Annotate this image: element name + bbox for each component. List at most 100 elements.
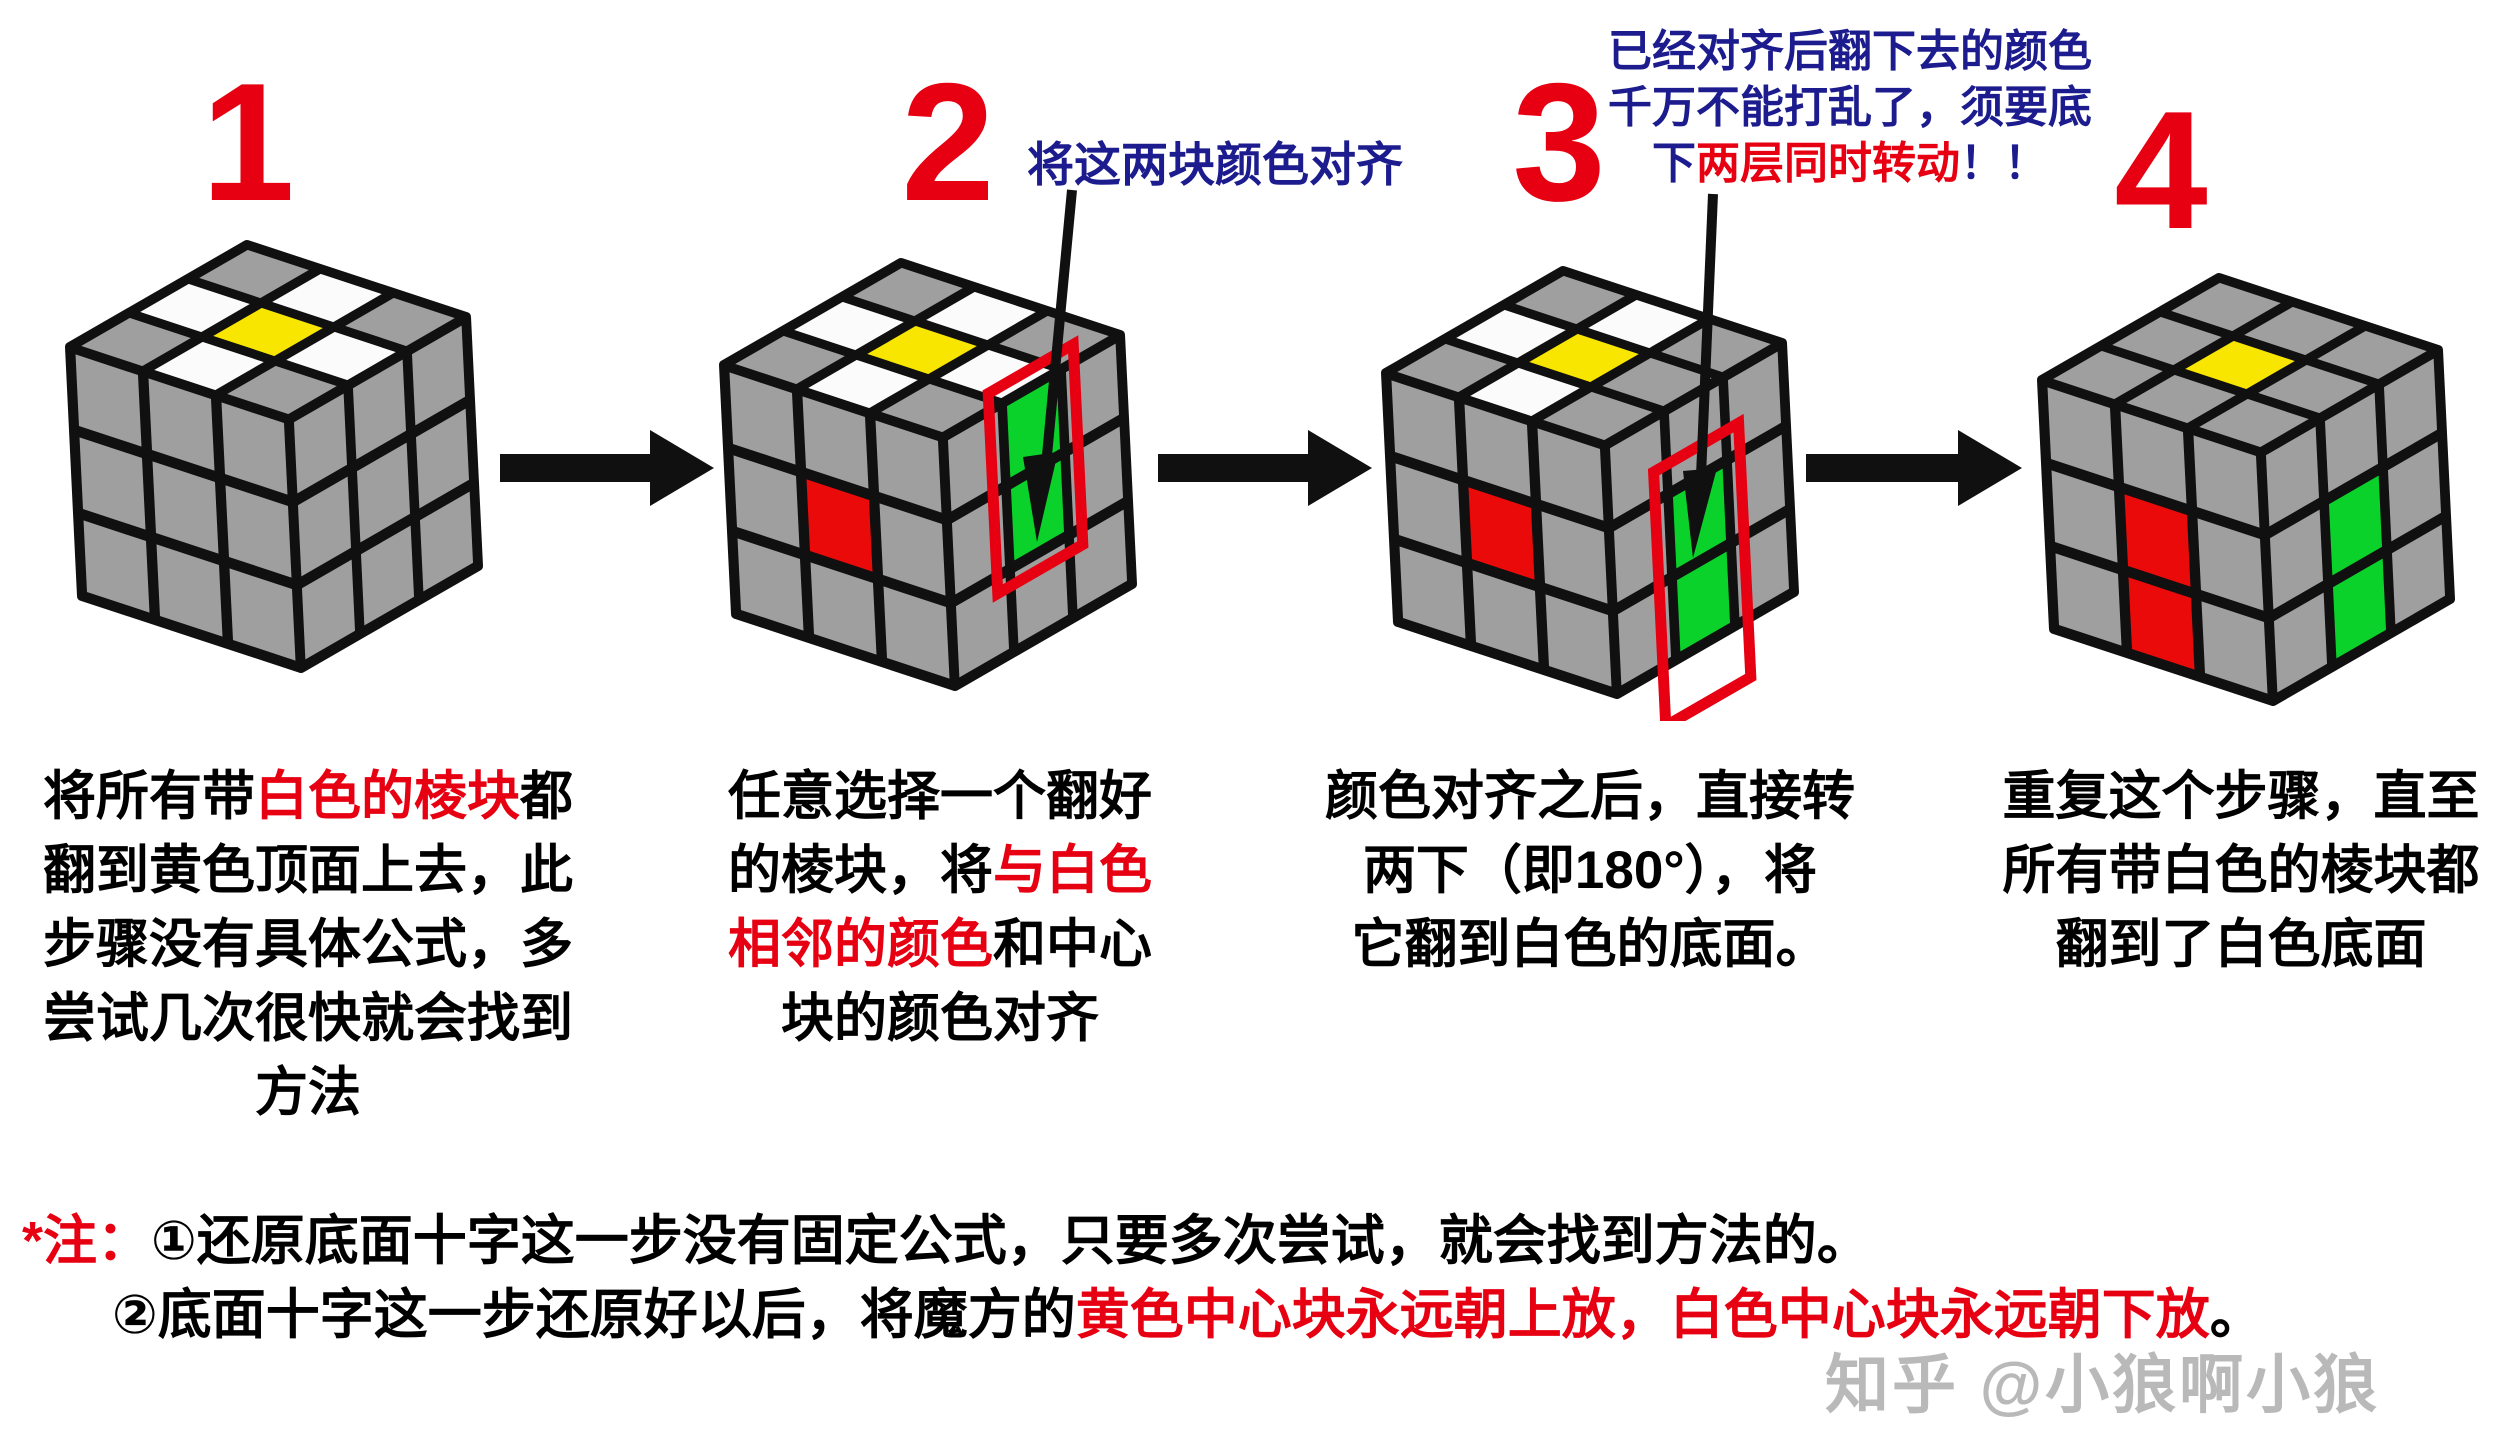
text-segment: 白色的棱块 bbox=[255, 767, 520, 826]
text-segment: 任意选择一个翻好 bbox=[728, 767, 1152, 826]
front-sticker bbox=[869, 413, 948, 520]
front-sticker bbox=[142, 371, 221, 478]
front-sticker bbox=[1462, 480, 1541, 587]
text-line: 所有带白色的棱块都 bbox=[1983, 834, 2499, 908]
front-sticker bbox=[873, 496, 952, 603]
cube-step-1 bbox=[7, 225, 487, 695]
text-segment: 下 bbox=[1652, 139, 1696, 188]
top-sticker bbox=[916, 285, 1046, 347]
text-segment: 颜色对齐之后，直接转 bbox=[1325, 767, 1855, 826]
cube-illustration bbox=[65, 240, 483, 673]
right-sticker bbox=[2263, 501, 2330, 618]
text-segment: 它翻到白色的底面。 bbox=[1351, 915, 1829, 974]
top-sticker bbox=[725, 329, 855, 391]
front-sticker bbox=[2191, 511, 2270, 618]
top-sticker bbox=[1519, 327, 1649, 389]
front-sticker bbox=[804, 555, 883, 662]
text-line: 下两层同时转动！！ bbox=[1590, 136, 2110, 192]
step-number-2: 2 bbox=[901, 48, 994, 236]
front-sticker bbox=[2122, 570, 2201, 677]
right-sticker bbox=[2326, 550, 2393, 667]
front-sticker bbox=[2118, 487, 2197, 594]
step-3-description: 颜色对齐之后，直接转两下（即180°），将它翻到白色的底面。 bbox=[1288, 760, 1892, 982]
front-sticker bbox=[219, 478, 298, 585]
top-sticker bbox=[2102, 310, 2232, 372]
text-segment: 黄色中心块永远朝上放，白色中心块永远朝下放 bbox=[1075, 1285, 2210, 1345]
top-sticker bbox=[2043, 344, 2173, 406]
front-sticker bbox=[2045, 463, 2124, 570]
text-line: 相邻的颜色和中心 bbox=[698, 908, 1182, 982]
top-sticker bbox=[2248, 358, 2378, 420]
annotation-align-colors: 将这两块颜色对齐 bbox=[1027, 138, 1403, 191]
front-sticker bbox=[1389, 456, 1468, 563]
text-segment: 已经对齐后翻下去的颜色 bbox=[1608, 27, 2092, 76]
top-sticker bbox=[798, 353, 928, 415]
step-2-description: 任意选择一个翻好的棱块，将与白色相邻的颜色和中心块的颜色对齐 bbox=[698, 760, 1182, 1056]
front-sticker bbox=[800, 472, 879, 579]
front-sticker bbox=[1535, 504, 1614, 611]
text-segment: ！！ bbox=[1960, 139, 2048, 188]
right-sticker bbox=[354, 517, 421, 634]
text-line: 将所有带白色的棱块都 bbox=[8, 760, 608, 834]
text-line: 的棱块，将与白色 bbox=[698, 834, 1182, 908]
front-sticker bbox=[1393, 539, 1472, 646]
footnote-1: *注：①还原底面十字这一步没有固定公式，只要多次尝试，就会找到方法的。 bbox=[22, 1196, 1871, 1275]
right-sticker bbox=[2385, 516, 2452, 633]
cube-step-3 bbox=[1323, 251, 1803, 736]
text-line: 翻到黄色顶面上去，此 bbox=[8, 834, 608, 908]
step-number-1: 1 bbox=[201, 48, 294, 236]
top-sticker bbox=[203, 301, 333, 363]
right-sticker bbox=[291, 468, 358, 585]
front-sticker bbox=[1385, 373, 1464, 480]
text-segment: ②底面十字这一步还原好以后，将魔方的 bbox=[112, 1285, 1076, 1345]
step-4-description: 重复这个步骤，直至所有带白色的棱块都翻到了白色底面 bbox=[1983, 760, 2499, 982]
top-sticker bbox=[2175, 334, 2305, 396]
text-segment: 块的颜色对齐 bbox=[781, 989, 1099, 1048]
top-sticker bbox=[1578, 293, 1708, 355]
front-sticker bbox=[1539, 587, 1618, 694]
step-1-description: 将所有带白色的棱块都翻到黄色顶面上去，此步骤没有具体公式，多尝试几次很快就会找到… bbox=[8, 760, 608, 1130]
top-sticker bbox=[130, 277, 260, 339]
right-sticker bbox=[346, 351, 413, 468]
text-line: 它翻到白色的底面。 bbox=[1288, 908, 1892, 982]
right-sticker bbox=[2322, 467, 2389, 584]
front-sticker bbox=[150, 537, 229, 644]
text-line: 步骤没有具体公式，多 bbox=[8, 908, 608, 982]
text-line: 尝试几次很快就会找到 bbox=[8, 982, 608, 1056]
top-sticker bbox=[871, 377, 1001, 439]
top-sticker bbox=[71, 311, 201, 373]
top-sticker bbox=[1505, 269, 1635, 331]
front-sticker bbox=[727, 448, 806, 555]
right-sticker bbox=[405, 317, 472, 434]
right-sticker bbox=[2377, 350, 2444, 467]
right-sticker bbox=[287, 385, 354, 502]
top-sticker bbox=[217, 359, 347, 421]
right-sticker bbox=[409, 400, 476, 517]
top-sticker bbox=[1387, 337, 1517, 399]
text-segment: 方法 bbox=[255, 1063, 361, 1122]
top-sticker bbox=[335, 291, 465, 353]
front-sticker bbox=[1458, 397, 1537, 504]
text-segment: *注： bbox=[22, 1211, 152, 1271]
front-sticker bbox=[215, 395, 294, 502]
front-sticker bbox=[1531, 421, 1610, 528]
front-sticker bbox=[1466, 563, 1545, 670]
right-sticker bbox=[2318, 384, 2385, 501]
front-sticker bbox=[2195, 594, 2274, 701]
text-segment: 所有带白色的棱块都 bbox=[2002, 841, 2480, 900]
text-segment: 翻到了白色底面 bbox=[2055, 915, 2427, 974]
footnote-2: ②底面十字这一步还原好以后，将魔方的黄色中心块永远朝上放，白色中心块永远朝下放。 bbox=[112, 1270, 2264, 1349]
front-sticker bbox=[731, 531, 810, 638]
front-sticker bbox=[73, 430, 152, 537]
front-sticker bbox=[2114, 404, 2193, 511]
top-sticker bbox=[2161, 276, 2291, 338]
text-segment: 翻到黄色顶面上去，此 bbox=[43, 841, 573, 900]
watermark-zhihu: 知乎 @小狼啊小狼 bbox=[1825, 1349, 2381, 1421]
cube-illustration bbox=[2037, 273, 2455, 706]
top-sticker bbox=[1533, 385, 1663, 447]
top-sticker bbox=[784, 295, 914, 357]
text-segment: 和中心 bbox=[993, 915, 1152, 974]
top-sticker bbox=[262, 267, 392, 329]
text-segment: 步骤没有具体公式，多 bbox=[43, 915, 573, 974]
front-sticker bbox=[146, 454, 225, 561]
